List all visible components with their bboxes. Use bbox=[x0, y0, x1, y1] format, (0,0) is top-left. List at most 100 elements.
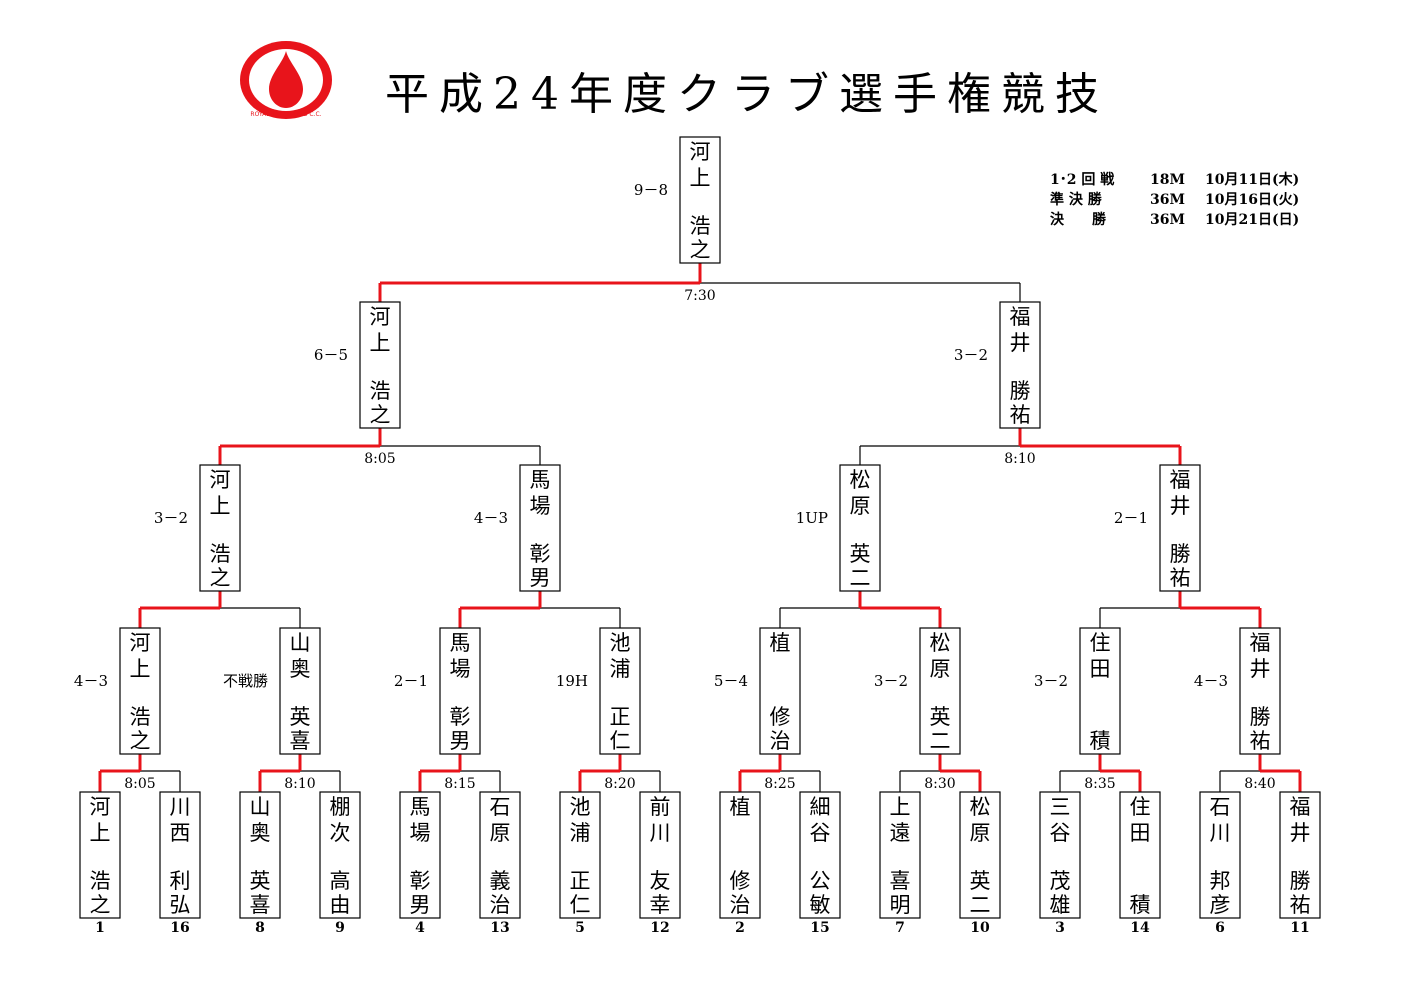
player-box bbox=[1159, 464, 1201, 592]
player-name-char: 植 bbox=[730, 795, 751, 819]
player-name-char: 男 bbox=[530, 566, 551, 590]
seed-number: 12 bbox=[650, 920, 669, 936]
match-score: 1UP bbox=[796, 509, 828, 527]
player-name-char: 馬 bbox=[410, 795, 431, 819]
match-score: 不戦勝 bbox=[223, 672, 268, 690]
player-name-char: 浩 bbox=[210, 542, 231, 566]
seed-number: 10 bbox=[970, 920, 990, 936]
seed-number: 5 bbox=[575, 920, 585, 936]
seed-number: 8 bbox=[255, 920, 265, 936]
player-name-char: 祐 bbox=[1170, 566, 1191, 590]
player-box bbox=[719, 791, 761, 919]
player-name-char: 池 bbox=[610, 631, 631, 655]
schedule-date: 10月16日(火) bbox=[1205, 192, 1300, 208]
player-name-char: 喜 bbox=[290, 729, 311, 753]
player-name-char: 河 bbox=[90, 795, 111, 819]
player-name-char: 住 bbox=[1090, 631, 1111, 655]
player-name-char: 遠 bbox=[890, 821, 911, 845]
player-name-char: 正 bbox=[610, 705, 631, 729]
player-name-char: 治 bbox=[770, 729, 791, 753]
player-name-char: 二 bbox=[930, 729, 951, 753]
schedule-holes: 18M bbox=[1150, 172, 1185, 188]
match-score: 3－2 bbox=[874, 672, 908, 690]
player-name-char: 英 bbox=[930, 705, 951, 729]
match-score: 4－3 bbox=[474, 509, 508, 527]
player-name-char: 前 bbox=[650, 795, 671, 819]
schedule-date: 10月21日(日) bbox=[1205, 212, 1300, 228]
match-score: 4－3 bbox=[1194, 672, 1228, 690]
player-box bbox=[559, 791, 601, 919]
schedule-row: 1･2 回 戦 18M 10月11日(木) bbox=[1050, 170, 1315, 190]
player-name-char: 幸 bbox=[650, 893, 671, 917]
match-score: 6－5 bbox=[314, 346, 348, 364]
start-time: 8:05 bbox=[364, 451, 395, 467]
player-name-char: 祐 bbox=[1010, 403, 1031, 427]
match-score: 2－1 bbox=[1114, 509, 1148, 527]
player-name-char: 松 bbox=[930, 631, 951, 655]
player-name-char: 之 bbox=[90, 893, 111, 917]
seed-number: 15 bbox=[810, 920, 829, 936]
player-name-char: 奥 bbox=[290, 657, 311, 681]
player-name-char: 福 bbox=[1010, 305, 1031, 329]
player-name-char: 奥 bbox=[250, 821, 271, 845]
player-name-char: 川 bbox=[650, 821, 671, 845]
player-name-char: 修 bbox=[770, 705, 791, 729]
player-name-char: 之 bbox=[210, 566, 231, 590]
player-name-char: 英 bbox=[290, 705, 311, 729]
player-name-char: 馬 bbox=[450, 631, 471, 655]
player-box bbox=[639, 791, 681, 919]
seed-number: 14 bbox=[1130, 920, 1150, 936]
start-time: 8:20 bbox=[604, 776, 635, 792]
player-name-char: 石 bbox=[1210, 795, 1231, 819]
player-name-char: 英 bbox=[850, 542, 871, 566]
player-name-char: 場 bbox=[450, 657, 471, 681]
player-name-char: 友 bbox=[650, 869, 671, 893]
player-name-char: 利 bbox=[170, 869, 191, 893]
player-name-char: 治 bbox=[730, 893, 751, 917]
player-box bbox=[519, 464, 561, 592]
player-box bbox=[359, 301, 401, 429]
schedule-date: 10月11日(木) bbox=[1205, 172, 1300, 188]
player-name-char: 松 bbox=[850, 468, 871, 492]
player-name-char: 勝 bbox=[1170, 542, 1191, 566]
player-name-char: 原 bbox=[850, 494, 871, 518]
page-title: 平成24年度クラブ選手権競技 bbox=[385, 69, 1109, 120]
logo-text: ROYAL TAKAMATSU C.C. bbox=[250, 111, 321, 118]
player-name-char: 浦 bbox=[570, 821, 591, 845]
schedule-table: 1･2 回 戦 18M 10月11日(木) 準 決 勝 36M 10月16日(火… bbox=[1050, 170, 1315, 230]
player-name-char: 彦 bbox=[1210, 893, 1231, 917]
match-score: 3－2 bbox=[954, 346, 988, 364]
player-name-char: 松 bbox=[970, 795, 991, 819]
player-name-char: 井 bbox=[1010, 331, 1031, 355]
player-name-char: 山 bbox=[250, 795, 271, 819]
player-name-char: 英 bbox=[970, 869, 991, 893]
player-name-char: 積 bbox=[1090, 729, 1111, 753]
player-name-char: 田 bbox=[1090, 657, 1111, 681]
player-name-char: 三 bbox=[1050, 795, 1071, 819]
player-box bbox=[919, 627, 961, 755]
player-box bbox=[399, 791, 441, 919]
player-box bbox=[999, 301, 1041, 429]
club-logo: ROYAL TAKAMATSU C.C. bbox=[240, 41, 332, 119]
player-name-char: 馬 bbox=[530, 468, 551, 492]
player-name-char: 原 bbox=[490, 821, 511, 845]
player-box bbox=[479, 791, 521, 919]
schedule-holes: 36M bbox=[1150, 192, 1185, 208]
player-name-char: 彰 bbox=[450, 705, 471, 729]
match-score: 19H bbox=[556, 672, 588, 690]
player-name-char: 二 bbox=[850, 566, 871, 590]
player-box bbox=[799, 791, 841, 919]
player-name-char: 川 bbox=[170, 795, 191, 819]
player-name-char: 二 bbox=[970, 893, 991, 917]
schedule-row: 決 勝 36M 10月21日(日) bbox=[1050, 210, 1315, 230]
schedule-round: 決 勝 bbox=[1050, 212, 1106, 228]
player-box bbox=[239, 791, 281, 919]
player-name-char: 祐 bbox=[1250, 729, 1271, 753]
player-name-char: 浩 bbox=[690, 214, 711, 238]
player-name-char: 池 bbox=[570, 795, 591, 819]
player-name-char: 祐 bbox=[1290, 893, 1311, 917]
player-name-char: 仁 bbox=[610, 729, 631, 753]
player-name-char: 浩 bbox=[370, 379, 391, 403]
